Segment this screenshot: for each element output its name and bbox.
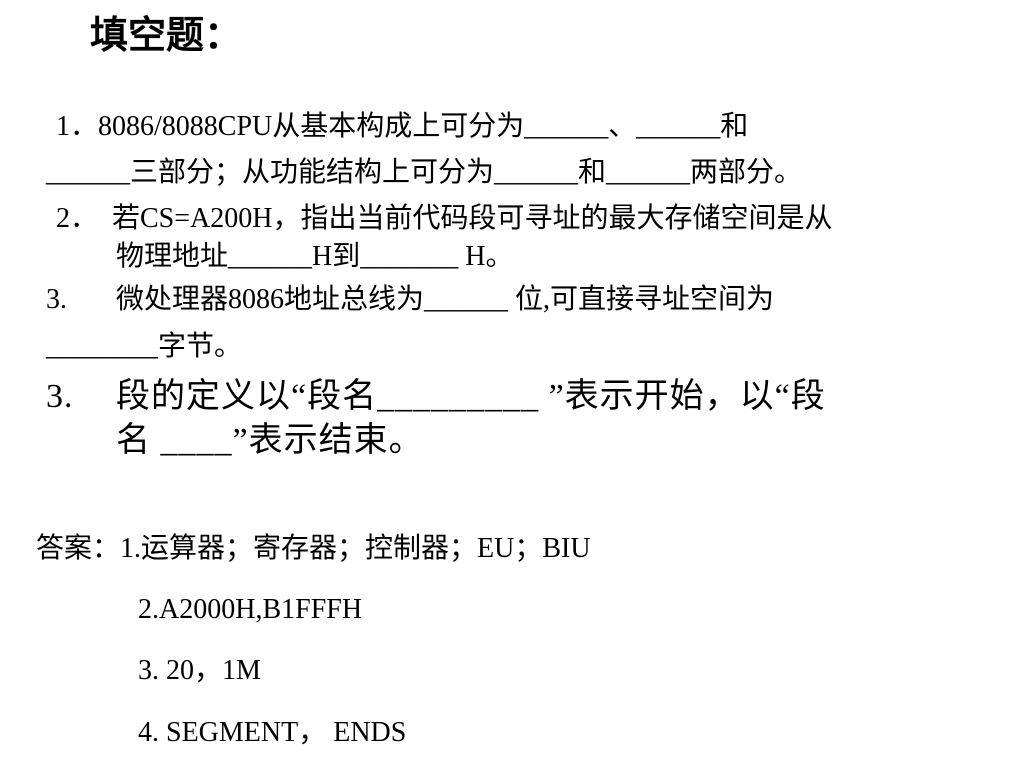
question-3-line-2: ________字节。 <box>46 331 243 362</box>
page-title: 填空题： <box>90 15 243 57</box>
question-4-line-1: 段的定义以“段名_________ ”表示开始，以“段 <box>116 378 826 415</box>
question-3-number: 3. <box>46 284 67 315</box>
question-4-line-2: 名 ____”表示结束。 <box>116 422 424 459</box>
question-4-number: 3. <box>46 378 74 415</box>
answer-line-2: 2.A2000H,B1FFFH <box>138 594 363 625</box>
answer-line-1: 答案：1.运算器；寄存器；控制器；EU；BIU <box>36 533 591 564</box>
question-1-line-2: ______三部分；从功能结构上可分为______和______两部分。 <box>46 157 803 188</box>
question-2-line-1: 若CS=A200H，指出当前代码段可寻址的最大存储空间是从 <box>112 203 833 234</box>
question-1-line-1: 1．8086/8088CPU从基本构成上可分为______、______和 <box>56 111 749 142</box>
answer-line-4: 4. SEGMENT， ENDS <box>138 717 407 748</box>
answer-line-3: 3. 20，1M <box>138 655 261 686</box>
question-2-line-2: 物理地址______H到_______ H。 <box>116 241 514 272</box>
question-3-line-1: 微处理器8086地址总线为______ 位,可直接寻址空间为 <box>116 284 775 315</box>
question-2-number: 2． <box>56 203 99 234</box>
